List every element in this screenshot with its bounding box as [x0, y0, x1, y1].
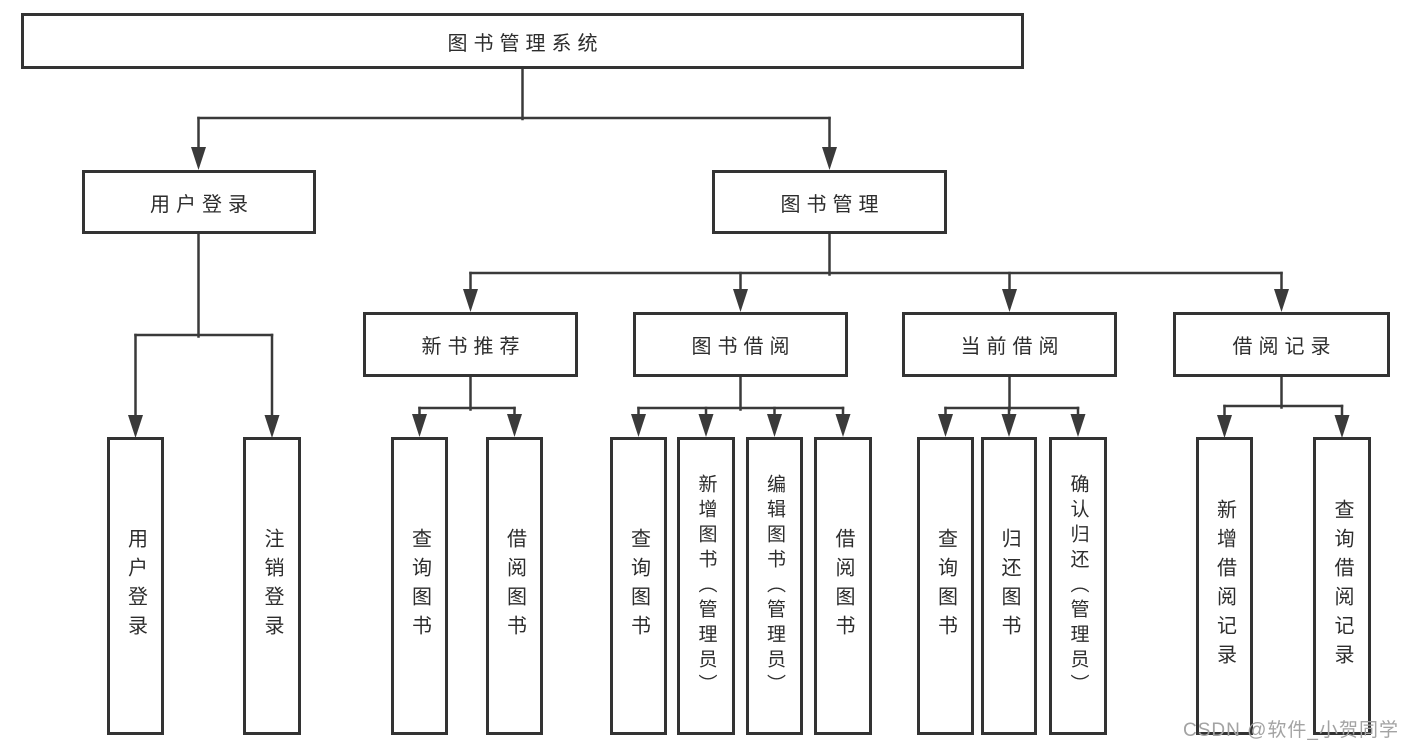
leaf-edit-book-admin: 编辑图书（管理员） — [746, 437, 803, 735]
leaf-user-login-label: 用户登录 — [124, 528, 147, 644]
leaf-logout: 注销登录 — [243, 437, 301, 735]
leaf-borrow-book-1-label: 借阅图书 — [503, 528, 526, 644]
leaf-logout-label: 注销登录 — [261, 528, 283, 644]
leaf-query-book-1: 查询图书 — [391, 437, 448, 735]
node-current-borrow-label: 当前借阅 — [960, 336, 1065, 358]
leaf-add-borrow-record-label: 新增借阅记录 — [1213, 499, 1236, 673]
watermark: CSDN @软件_小贺同学 — [1183, 720, 1399, 741]
leaf-add-borrow-record: 新增借阅记录 — [1196, 437, 1253, 735]
leaf-query-borrow-record-label: 查询借阅记录 — [1331, 499, 1353, 673]
leaf-query-book-3-label: 查询图书 — [934, 528, 957, 644]
node-new-book-recommend-label: 新书推荐 — [421, 336, 526, 358]
node-current-borrow: 当前借阅 — [902, 312, 1117, 377]
leaf-return-book-label: 归还图书 — [998, 528, 1020, 644]
node-user-login: 用户登录 — [82, 170, 316, 234]
leaf-confirm-return-admin: 确认归还（管理员） — [1049, 437, 1107, 735]
leaf-query-borrow-record: 查询借阅记录 — [1313, 437, 1371, 735]
leaf-borrow-book-1: 借阅图书 — [486, 437, 543, 735]
leaf-borrow-book-2-label: 借阅图书 — [832, 528, 854, 644]
leaf-borrow-book-2: 借阅图书 — [814, 437, 872, 735]
leaf-query-book-2-label: 查询图书 — [627, 528, 650, 644]
node-book-borrow-label: 图书借阅 — [691, 336, 796, 358]
leaf-user-login: 用户登录 — [107, 437, 164, 735]
node-book-borrow: 图书借阅 — [633, 312, 848, 377]
node-borrow-record: 借阅记录 — [1173, 312, 1390, 377]
leaf-edit-book-admin-label: 编辑图书（管理员） — [764, 473, 785, 699]
leaf-confirm-return-admin-label: 确认归还（管理员） — [1067, 473, 1089, 699]
node-new-book-recommend: 新书推荐 — [363, 312, 578, 377]
node-borrow-record-label: 借阅记录 — [1232, 336, 1337, 358]
node-book-management: 图书管理 — [712, 170, 947, 234]
leaf-query-book-1-label: 查询图书 — [408, 528, 431, 644]
leaf-query-book-2: 查询图书 — [610, 437, 667, 735]
node-user-login-label: 用户登录 — [150, 193, 254, 216]
node-root: 图书管理系统 — [21, 13, 1024, 69]
leaf-add-book-admin-label: 新增图书（管理员） — [695, 473, 717, 699]
node-root-label: 图书管理系统 — [447, 32, 604, 55]
node-book-management-label: 图书管理 — [780, 193, 885, 216]
leaf-query-book-3: 查询图书 — [917, 437, 974, 735]
leaf-return-book: 归还图书 — [981, 437, 1037, 735]
leaf-add-book-admin: 新增图书（管理员） — [677, 437, 735, 735]
